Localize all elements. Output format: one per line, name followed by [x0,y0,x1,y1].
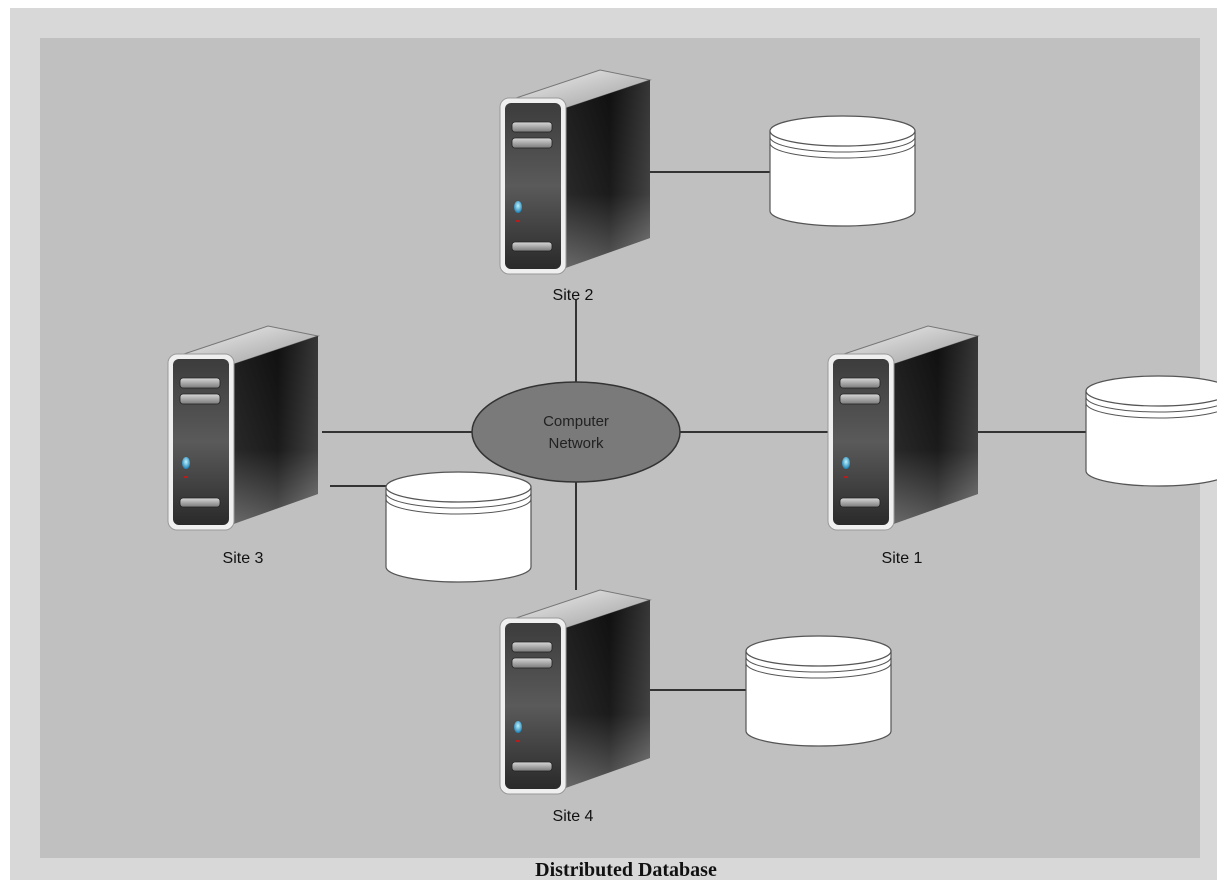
site-1-label: Site 1 [882,550,923,567]
site-2: Site 2 [499,69,651,304]
server-icon [499,589,651,795]
site-1: Site 1 [827,325,979,567]
connectors [322,171,1086,691]
computer-network: Computer Network [471,381,681,483]
site-3-database [385,471,532,583]
database-icon [769,115,916,227]
site-2-database [769,115,916,227]
network-ellipse [471,381,681,483]
server-icon [827,325,979,531]
site-4-database [745,635,892,747]
server-icon [167,325,319,531]
site-4: Site 4 [499,589,651,825]
site-3: Site 3 [167,325,319,567]
database-icon [745,635,892,747]
database-icon [1085,375,1217,487]
site-2-label: Site 2 [553,287,594,304]
site-1-database [1085,375,1217,487]
site-3-label: Site 3 [223,550,264,567]
network-label-line1: Computer [543,413,609,430]
diagram-caption: Distributed Database [535,859,717,881]
site-4-label: Site 4 [553,808,594,825]
network-label-line2: Network [548,435,604,452]
server-icon [499,69,651,275]
database-icon [385,471,532,583]
